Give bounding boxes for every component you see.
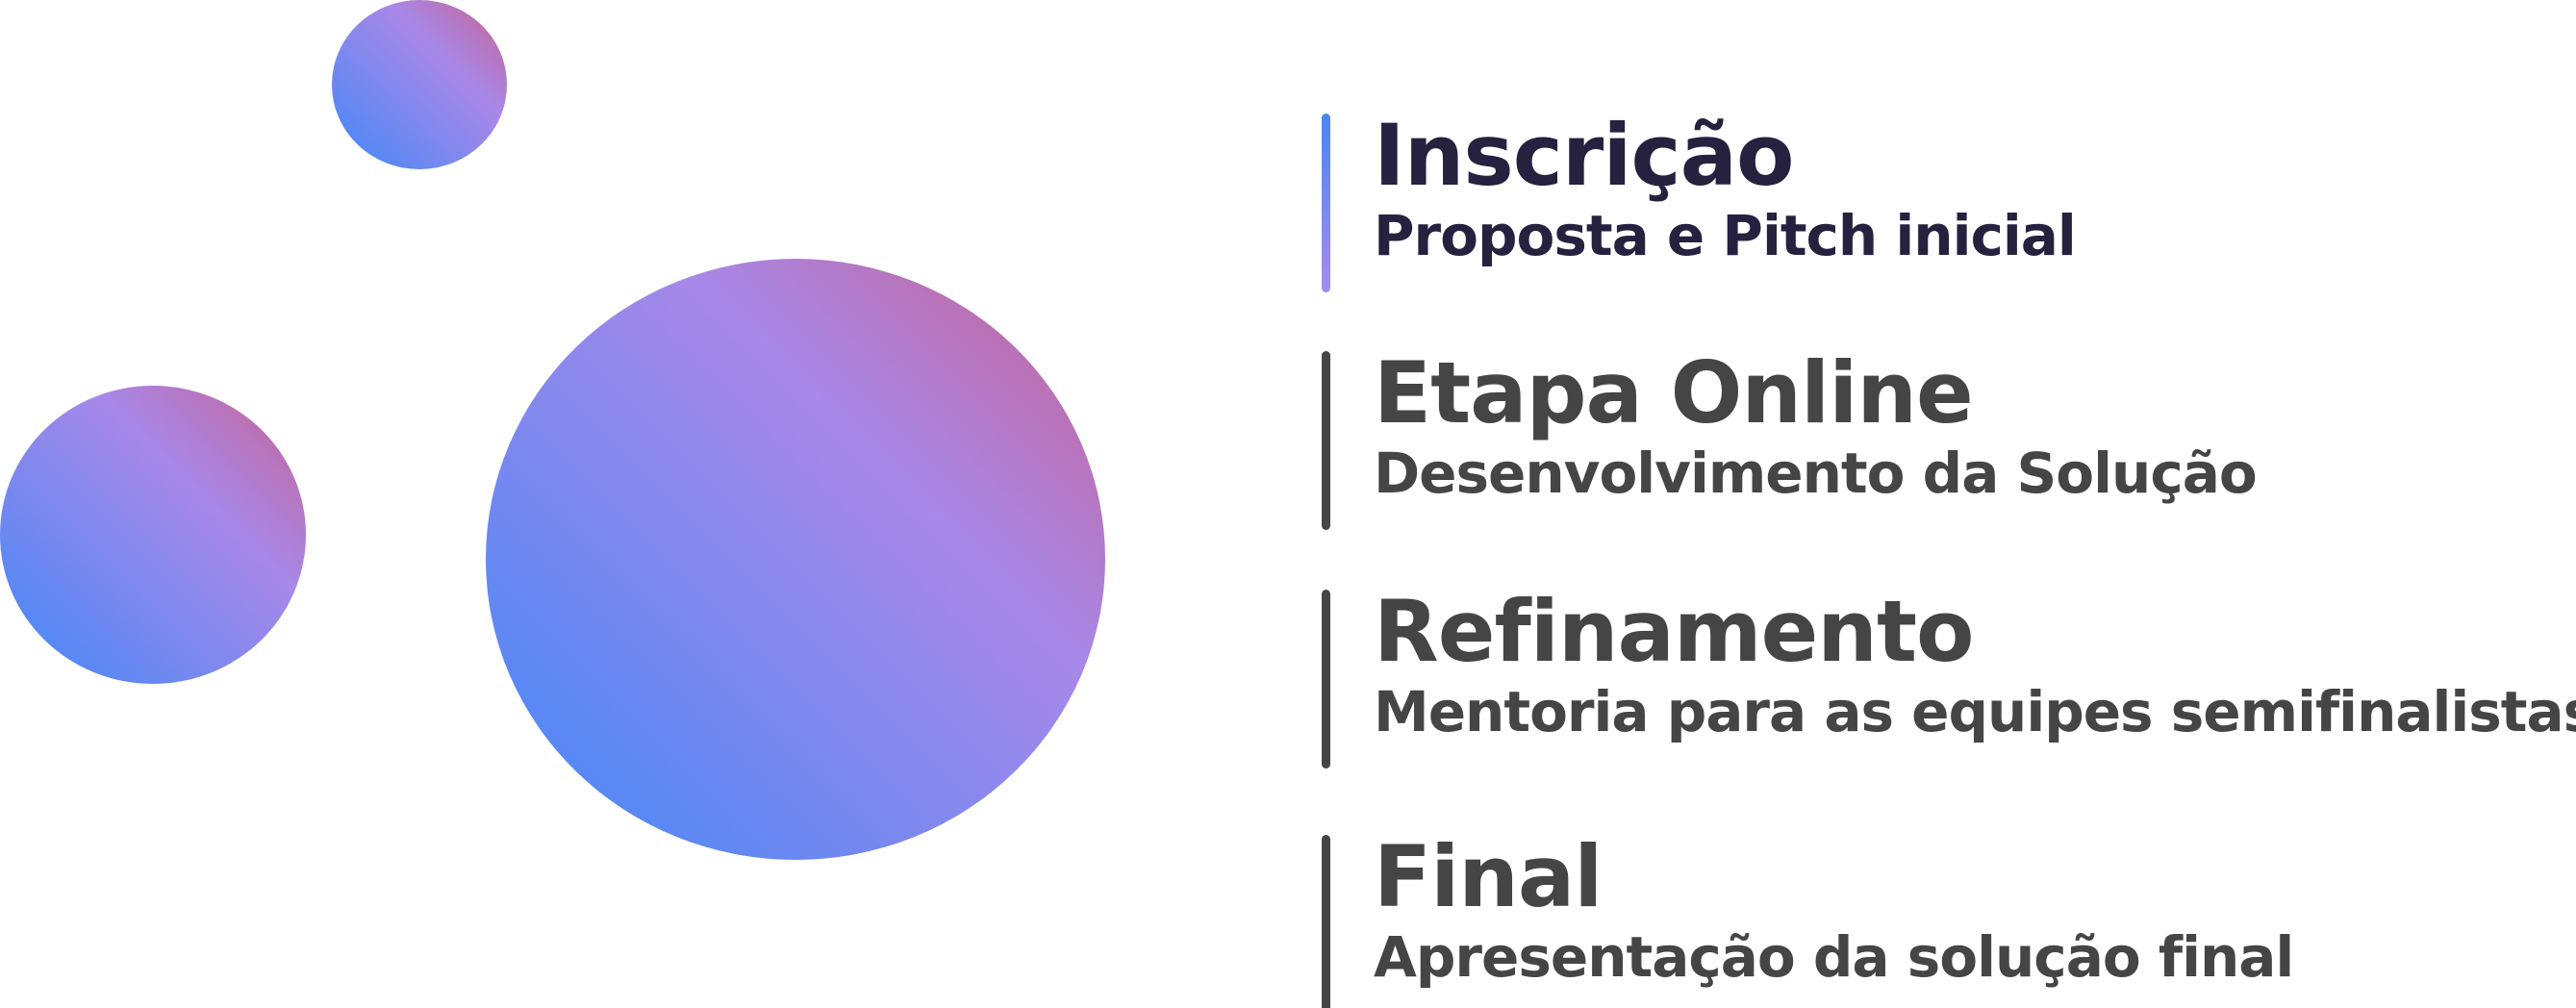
step-subtitle: Apresentação da solução final <box>1374 924 2294 990</box>
step-subtitle: Proposta e Pitch inicial <box>1374 203 2077 268</box>
step-etapa-online[interactable]: Etapa Online Desenvolvimento da Solução <box>1322 343 2563 530</box>
step-subtitle: Mentoria para as equipes semifinalistas <box>1374 679 2576 744</box>
step-indicator-bar <box>1322 835 1330 1008</box>
step-title: Final <box>1374 827 1603 926</box>
step-indicator-bar <box>1322 113 1330 292</box>
step-subtitle: Desenvolvimento da Solução <box>1374 441 2258 506</box>
decorative-gradient-circle-medium <box>0 386 306 684</box>
step-indicator-bar <box>1322 590 1330 769</box>
step-inscricao[interactable]: Inscrição Proposta e Pitch inicial <box>1322 106 2563 292</box>
step-title: Refinamento <box>1374 582 1974 681</box>
step-refinamento[interactable]: Refinamento Mentoria para as equipes sem… <box>1322 582 2576 769</box>
decorative-gradient-circle-small <box>332 0 507 169</box>
step-indicator-bar <box>1322 351 1330 530</box>
step-title: Inscrição <box>1374 106 1794 205</box>
decorative-gradient-circle-large <box>486 259 1105 860</box>
step-final[interactable]: Final Apresentação da solução final <box>1322 827 2563 1008</box>
step-title: Etapa Online <box>1374 343 1974 442</box>
